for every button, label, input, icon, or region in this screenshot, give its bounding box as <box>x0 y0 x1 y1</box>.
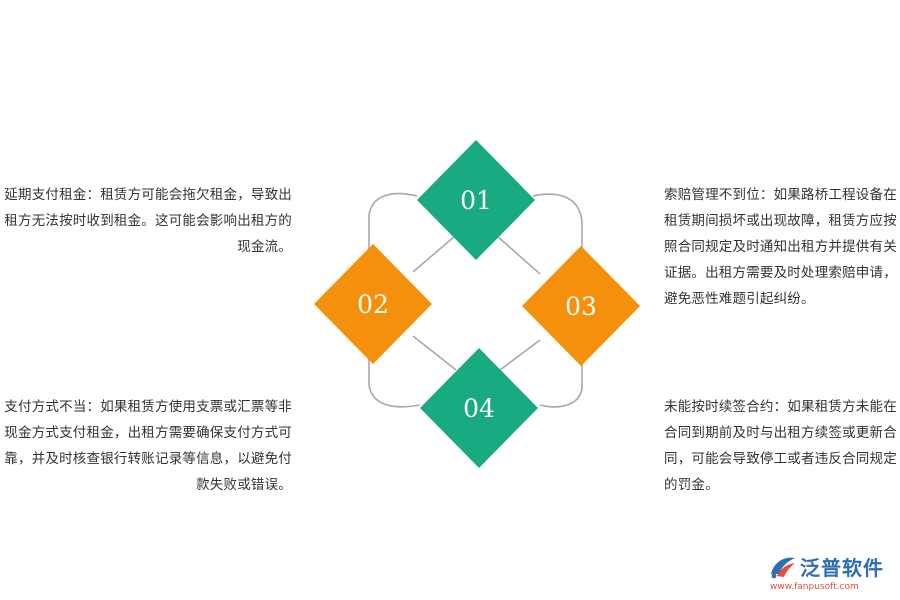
diamond-03-label: 03 <box>565 292 597 321</box>
diamond-04: 04 <box>420 348 538 468</box>
diamond-02: 02 <box>314 244 432 364</box>
item-02-description: 支付方式不当：如果租赁方使用支票或汇票等非现金方式支付租金，出租方需要确保支付方… <box>4 399 292 493</box>
connector-arc-top-right <box>532 193 583 258</box>
logo-name: 泛普软件 <box>800 556 884 580</box>
item-04-description: 未能按时续签合约：如果租赁方未能在合同到期前及时与出租方续签或更新合同，可能会导… <box>664 399 897 493</box>
logo-url: www.fanpusoft.com <box>770 582 859 592</box>
connector-inner-02-04 <box>412 335 457 371</box>
diamond-01-label: 01 <box>460 186 492 215</box>
diamond-03: 03 <box>522 246 640 366</box>
connector-inner-03-04 <box>499 339 541 371</box>
connector-inner-01-03 <box>496 235 541 275</box>
connector-arc-bottom-left <box>368 356 421 408</box>
diamond-04-label: 04 <box>463 394 495 423</box>
brand-logo: 泛普软件 www.fanpusoft.com <box>768 552 894 596</box>
connector-arc-top-left <box>368 192 418 252</box>
connector-lines <box>368 192 583 408</box>
fanpu-logo-icon <box>771 557 795 579</box>
connector-arc-bottom-right <box>539 358 583 408</box>
item-01-description: 延期支付租金：租赁方可能会拖欠租金，导致出租方无法按时收到租金。这可能会影响出租… <box>4 187 292 255</box>
diamond-02-label: 02 <box>357 290 389 319</box>
connector-inner-01-02 <box>412 235 456 273</box>
diamond-01: 01 <box>417 140 535 260</box>
item-03-description: 索赔管理不到位：如果路桥工程设备在租赁期间损坏或出现故障，租赁方应按照合同规定及… <box>664 187 897 307</box>
